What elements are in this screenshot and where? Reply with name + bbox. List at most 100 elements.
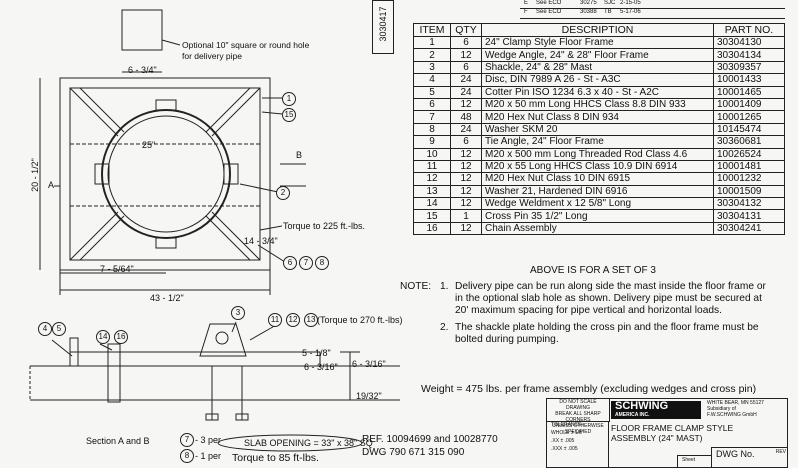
per-8: - 1 per <box>195 451 222 461</box>
part-no-cell: 10001265 <box>713 110 785 124</box>
drawing-number-vertical: 3030417 <box>372 0 394 54</box>
dim-inner2: 14 - 3/4" <box>244 236 278 246</box>
balloon: 2 <box>276 186 290 200</box>
revision-block: E See ECO 30275 SJC 2-15-05 F See ECO 30… <box>520 0 785 19</box>
qty-cell: 12 <box>450 184 482 199</box>
dim-inner: 7 - 5/64" <box>100 264 134 274</box>
part-no-cell: 30360681 <box>713 135 785 149</box>
torque-85-note: Torque to 85 ft-lbs. <box>232 452 319 464</box>
qty-cell: 6 <box>450 35 482 50</box>
balloon: 4 <box>38 322 52 336</box>
item-cell: 3 <box>413 60 451 75</box>
dim-d3: 6 - 3/16" <box>352 359 386 369</box>
dim-diameter: 25" <box>142 140 156 150</box>
drawing-title: FLOOR FRAME CLAMP STYLE ASSEMBLY (24" MA… <box>611 423 734 443</box>
item-cell: 16 <box>413 221 451 236</box>
title-block: DO NOT SCALE DRAWING BREAK ALL SHARP COR… <box>546 398 788 468</box>
slab-opening-note: SLAB OPENING = 33" x 38" SQ <box>244 438 373 448</box>
description-cell: Tie Angle, 24" Floor Frame <box>481 135 714 149</box>
balloon: 16 <box>114 330 128 344</box>
qty-cell: 12 <box>450 221 482 236</box>
dim-top: 6 - 3/4" <box>128 65 157 75</box>
balloon: 14 <box>96 330 110 344</box>
item-cell: 11 <box>413 159 451 174</box>
note-1-number: 1. <box>440 281 449 292</box>
description-cell: Cotter Pin ISO 1234 6.3 x 40 - St - A2C <box>481 85 714 99</box>
optional-hole-note: Optional 10" square or round hole <box>182 40 310 50</box>
qty-cell: 1 <box>450 209 482 223</box>
note-2-number: 2. <box>440 322 449 333</box>
note-label: NOTE: <box>400 281 432 292</box>
item-cell: 12 <box>413 172 451 186</box>
dim-overall: 43 - 1/2" <box>150 293 184 303</box>
note-2-line: The shackle plate holding the cross pin … <box>455 322 759 333</box>
tolerance-box: TOLERANCE: WHOLE ± 1/8" .XX ± .005 .XXX … <box>547 421 609 467</box>
item-cell: 14 <box>413 197 451 211</box>
balloon: 13 <box>304 313 318 327</box>
revision-row: F See ECO 30388 TB 5-17-06 <box>524 9 641 15</box>
parts-table-footer: ABOVE IS FOR A SET OF 3 <box>530 265 656 276</box>
col-qty: QTY <box>450 23 482 37</box>
torque-225-note: Torque to 225 ft.-lbs. <box>283 221 366 231</box>
balloon: 11 <box>268 313 282 327</box>
company-address: WHITE BEAR, MN 55127 Subsidiary of F.W.S… <box>707 400 764 418</box>
part-no-cell: 10001509 <box>713 184 785 199</box>
qty-cell: 24 <box>450 122 482 137</box>
item-cell: 2 <box>413 48 451 62</box>
revision-row: E See ECO 30275 SJC 2-15-05 <box>520 0 785 9</box>
note-1-line: 20' maximum spacing for pipe vertical an… <box>455 305 722 316</box>
item-cell: 9 <box>413 135 451 149</box>
part-no-cell: 10145474 <box>713 122 785 137</box>
balloon: 15 <box>282 108 296 122</box>
description-cell: M20 Hex Nut Class 8 DIN 934 <box>481 110 714 124</box>
description-cell: Wedge Weldment x 12 5/8" Long <box>481 197 714 211</box>
balloon: 7 <box>299 256 313 270</box>
dim-d4: 19/32" <box>356 391 382 401</box>
item-cell: 4 <box>413 73 451 87</box>
note-2-line: bolted during pumping. <box>455 334 559 345</box>
description-cell: Washer SKM 20 <box>481 122 714 137</box>
per-7: - 3 per <box>195 435 222 445</box>
section-letter: A <box>48 180 55 190</box>
qty-cell: 48 <box>450 110 482 124</box>
description-cell: Chain Assembly <box>481 221 714 236</box>
qty-cell: 12 <box>450 197 482 211</box>
dim-d2: 6 - 3/16" <box>304 362 338 372</box>
balloon: 1 <box>282 92 296 106</box>
description-cell: Wedge Angle, 24" & 28" Floor Frame <box>481 48 714 62</box>
balloon: 12 <box>286 313 300 327</box>
description-cell: M20 x 500 mm Long Threaded Rod Class 4.6 <box>481 147 714 161</box>
qty-cell: 24 <box>450 73 482 87</box>
qty-cell: 12 <box>450 159 482 174</box>
optional-hole-note: for delivery pipe <box>182 51 243 61</box>
part-no-cell: 10026524 <box>713 147 785 161</box>
description-cell: Disc, DIN 7989 A 26 - St - A3C <box>481 73 714 87</box>
note-1-line: Delivery pipe can be run along side the … <box>455 281 766 292</box>
balloon: 7 <box>180 433 194 447</box>
section-caption: Section A and B <box>86 436 150 446</box>
section-letter: B <box>296 150 303 160</box>
dwg-text: DWG 790 671 315 090 <box>362 447 465 458</box>
sheet-box: Sheet <box>677 455 712 468</box>
dwg-no-box: DWG No. REV <box>711 447 788 468</box>
balloon: 6 <box>283 256 297 270</box>
description-cell: Washer 21, Hardened DIN 6916 <box>481 184 714 199</box>
item-cell: 1 <box>413 35 451 50</box>
balloon: 5 <box>52 322 66 336</box>
torque-270-note: (Torque to 270 ft.-lbs) <box>317 315 403 325</box>
parts-table-header: ITEM QTY DESCRIPTION PART NO. <box>413 23 785 37</box>
